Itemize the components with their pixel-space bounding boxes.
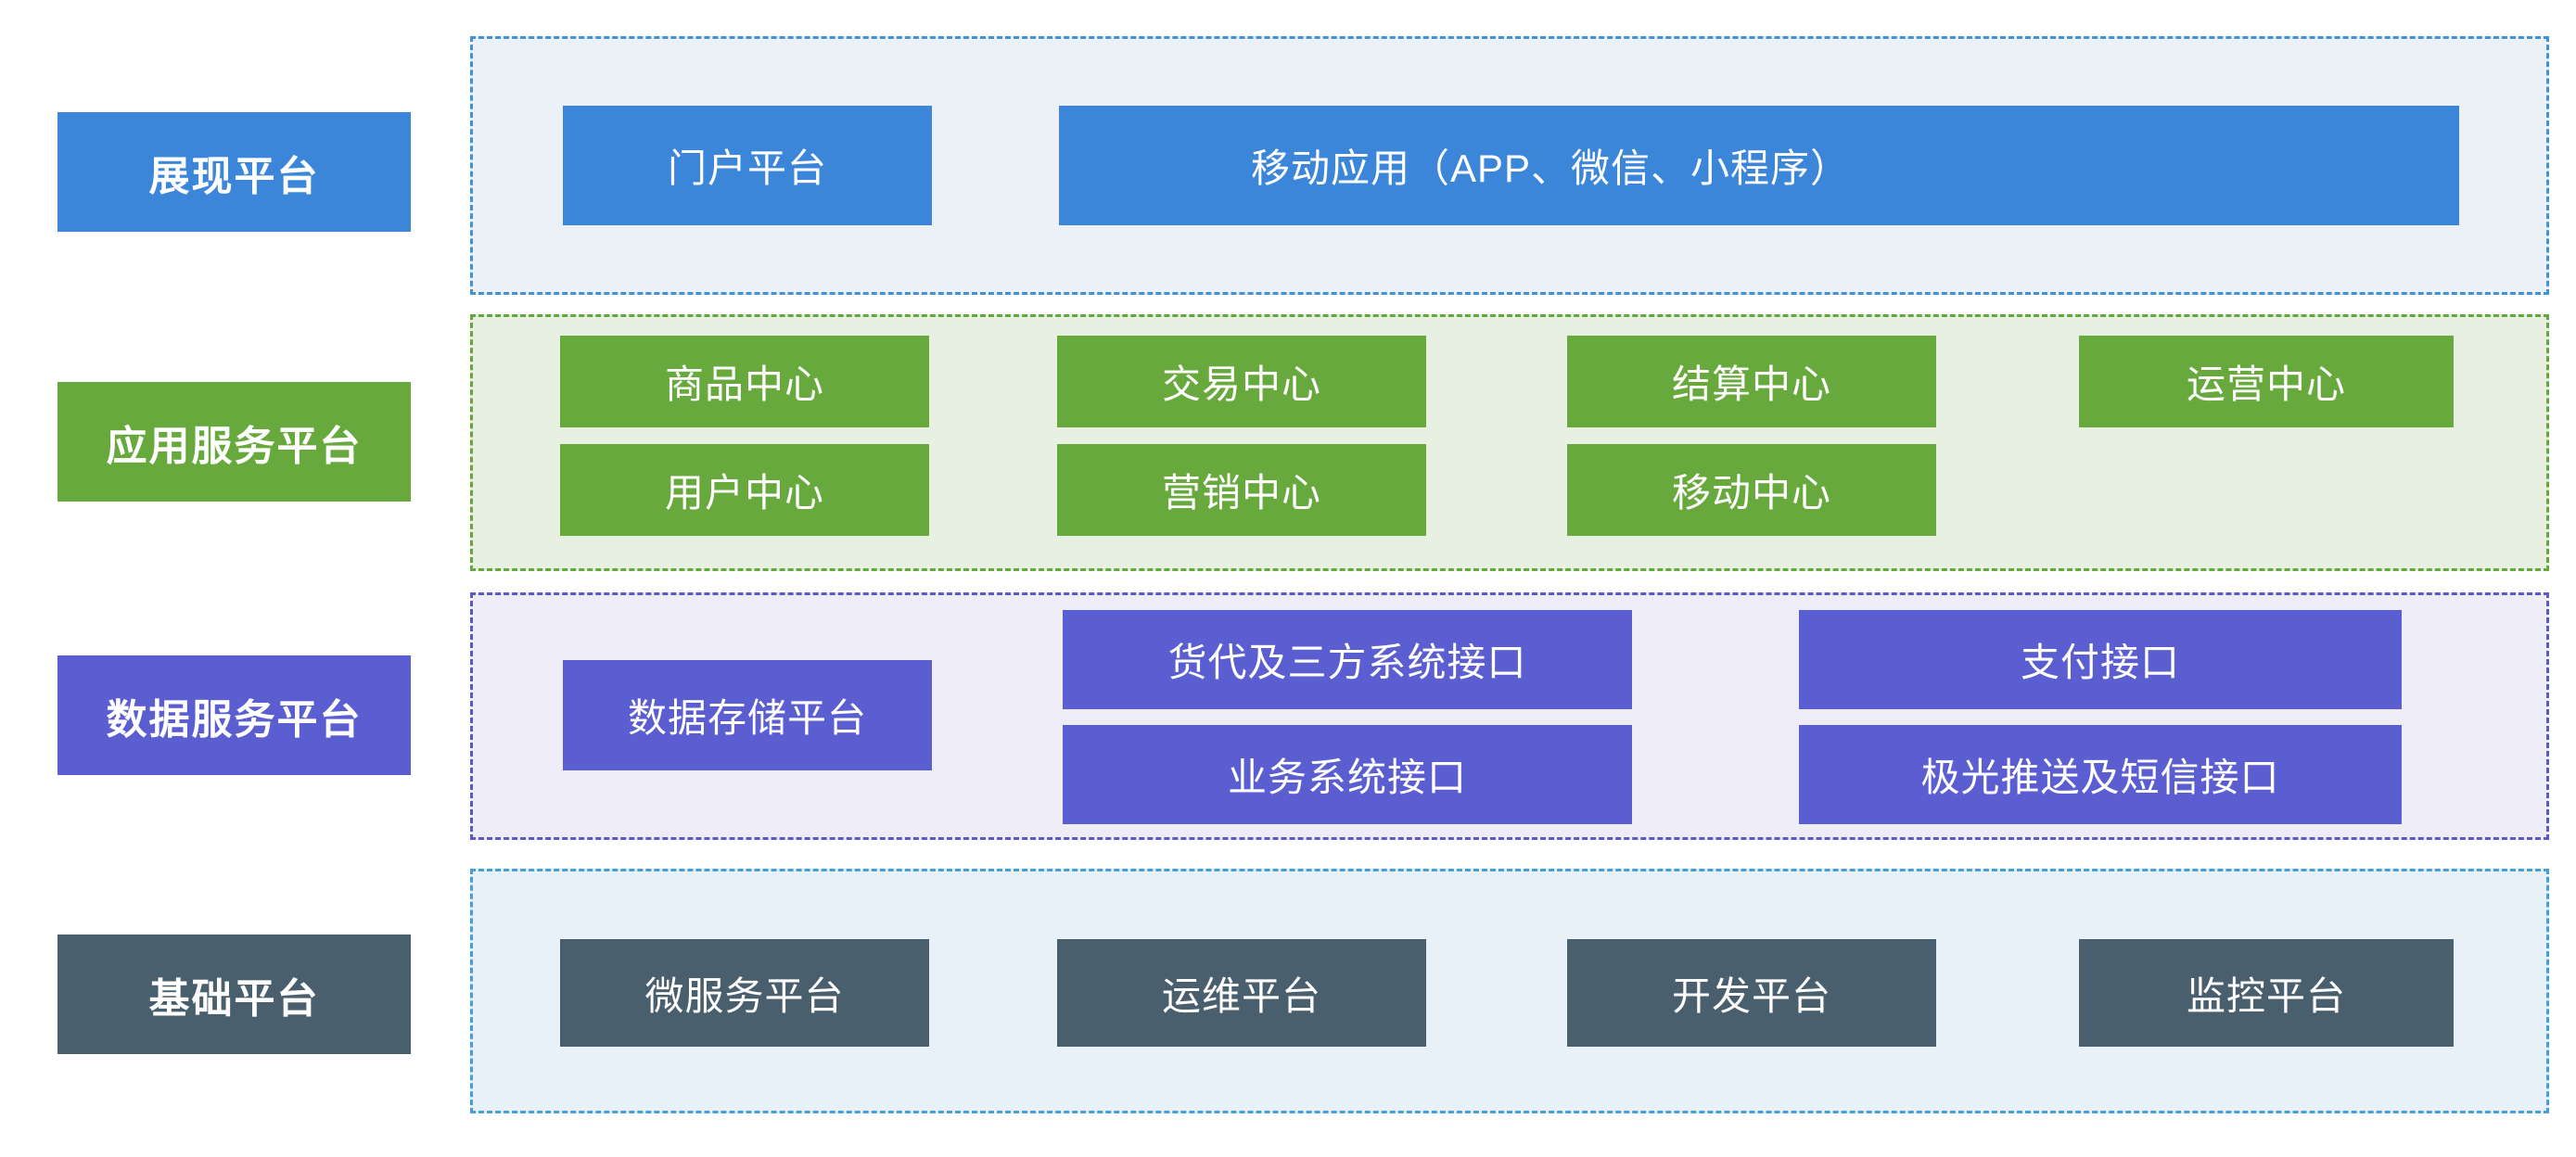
box-ops-platform: 运维平台	[1057, 939, 1426, 1047]
tier-label-base-platform: 基础平台	[57, 934, 411, 1054]
box-freight-third-party-system-interface: 货代及三方系统接口	[1063, 610, 1632, 709]
tier-label-presentation-platform: 展现平台	[57, 112, 411, 232]
box-mobile-center: 移动中心	[1567, 444, 1936, 536]
box-operation-center: 运营中心	[2079, 336, 2454, 427]
tier-label-data-service-platform: 数据服务平台	[57, 655, 411, 775]
box-data-storage-platform: 数据存储平台	[563, 660, 932, 770]
box-settlement-center: 结算中心	[1567, 336, 1936, 427]
box-payment-interface: 支付接口	[1799, 610, 2402, 709]
box-marketing-center: 营销中心	[1057, 444, 1426, 536]
box-business-system-interface: 业务系统接口	[1063, 725, 1632, 824]
box-portal-platform: 门户平台	[563, 106, 932, 225]
box-monitoring-platform: 监控平台	[2079, 939, 2454, 1047]
box-trade-center: 交易中心	[1057, 336, 1426, 427]
box-product-center: 商品中心	[560, 336, 929, 427]
box-dev-platform: 开发平台	[1567, 939, 1936, 1047]
box-mobile-app: 移动应用（APP、微信、小程序）	[1059, 106, 2459, 225]
tier-label-app-service-platform: 应用服务平台	[57, 382, 411, 502]
box-microservice-platform: 微服务平台	[560, 939, 929, 1047]
box-user-center: 用户中心	[560, 444, 929, 536]
box-jpush-sms-interface: 极光推送及短信接口	[1799, 725, 2402, 824]
